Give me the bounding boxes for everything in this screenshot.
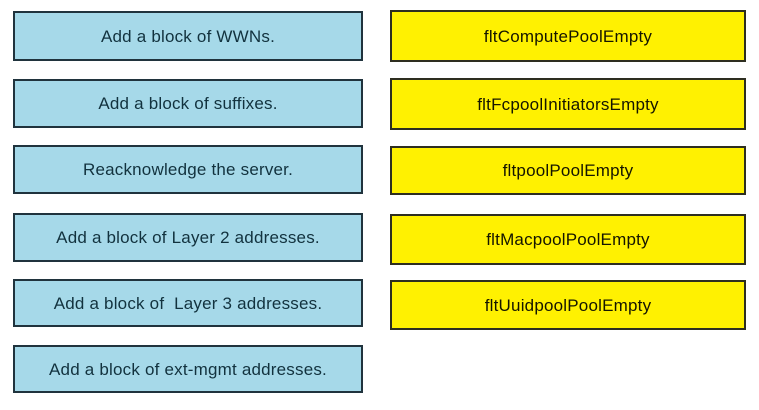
action-box-wwns-label: Add a block of WWNs.	[100, 26, 276, 46]
fault-box-compute-pool-empty[interactable]: fltComputePoolEmpty	[390, 10, 746, 62]
action-box-layer3-addresses[interactable]: Add a block of Layer 3 addresses.	[13, 279, 363, 327]
fault-box-pool-pool-empty[interactable]: fltpoolPoolEmpty	[390, 146, 746, 195]
fault-box-macpool-pool-empty[interactable]: fltMacpoolPoolEmpty	[390, 214, 746, 265]
fault-box-macpool-pool-empty-label: fltMacpoolPoolEmpty	[486, 230, 650, 249]
action-box-wwns[interactable]: Add a block of WWNs.	[13, 11, 363, 61]
action-box-ext-mgmt-addresses[interactable]: Add a block of ext-mgmt addresses.	[13, 345, 363, 393]
action-box-reacknowledge-server[interactable]: Reacknowledge the server.	[13, 145, 363, 194]
fault-box-fcpool-initiators-empty[interactable]: fltFcpoolInitiatorsEmpty	[390, 78, 746, 130]
fault-box-pool-pool-empty-label: fltpoolPoolEmpty	[502, 161, 634, 180]
fault-box-uuidpool-pool-empty[interactable]: fltUuidpoolPoolEmpty	[390, 280, 746, 330]
action-box-reacknowledge-server-label: Reacknowledge the server.	[82, 160, 294, 179]
action-box-layer3-addresses-label: Add a block of Layer 3 addresses.	[53, 293, 323, 313]
action-box-layer2-addresses-label: Add a block of Layer 2 addresses.	[56, 228, 320, 247]
fault-box-compute-pool-empty-label: fltComputePoolEmpty	[483, 26, 653, 46]
action-box-suffixes-label: Add a block of suffixes.	[98, 94, 278, 113]
action-box-ext-mgmt-addresses-label: Add a block of ext-mgmt addresses.	[49, 359, 327, 379]
fault-box-uuidpool-pool-empty-label: fltUuidpoolPoolEmpty	[484, 295, 652, 315]
action-box-suffixes[interactable]: Add a block of suffixes.	[13, 79, 363, 128]
action-box-layer2-addresses[interactable]: Add a block of Layer 2 addresses.	[13, 213, 363, 262]
fault-box-fcpool-initiators-empty-label: fltFcpoolInitiatorsEmpty	[477, 94, 659, 114]
